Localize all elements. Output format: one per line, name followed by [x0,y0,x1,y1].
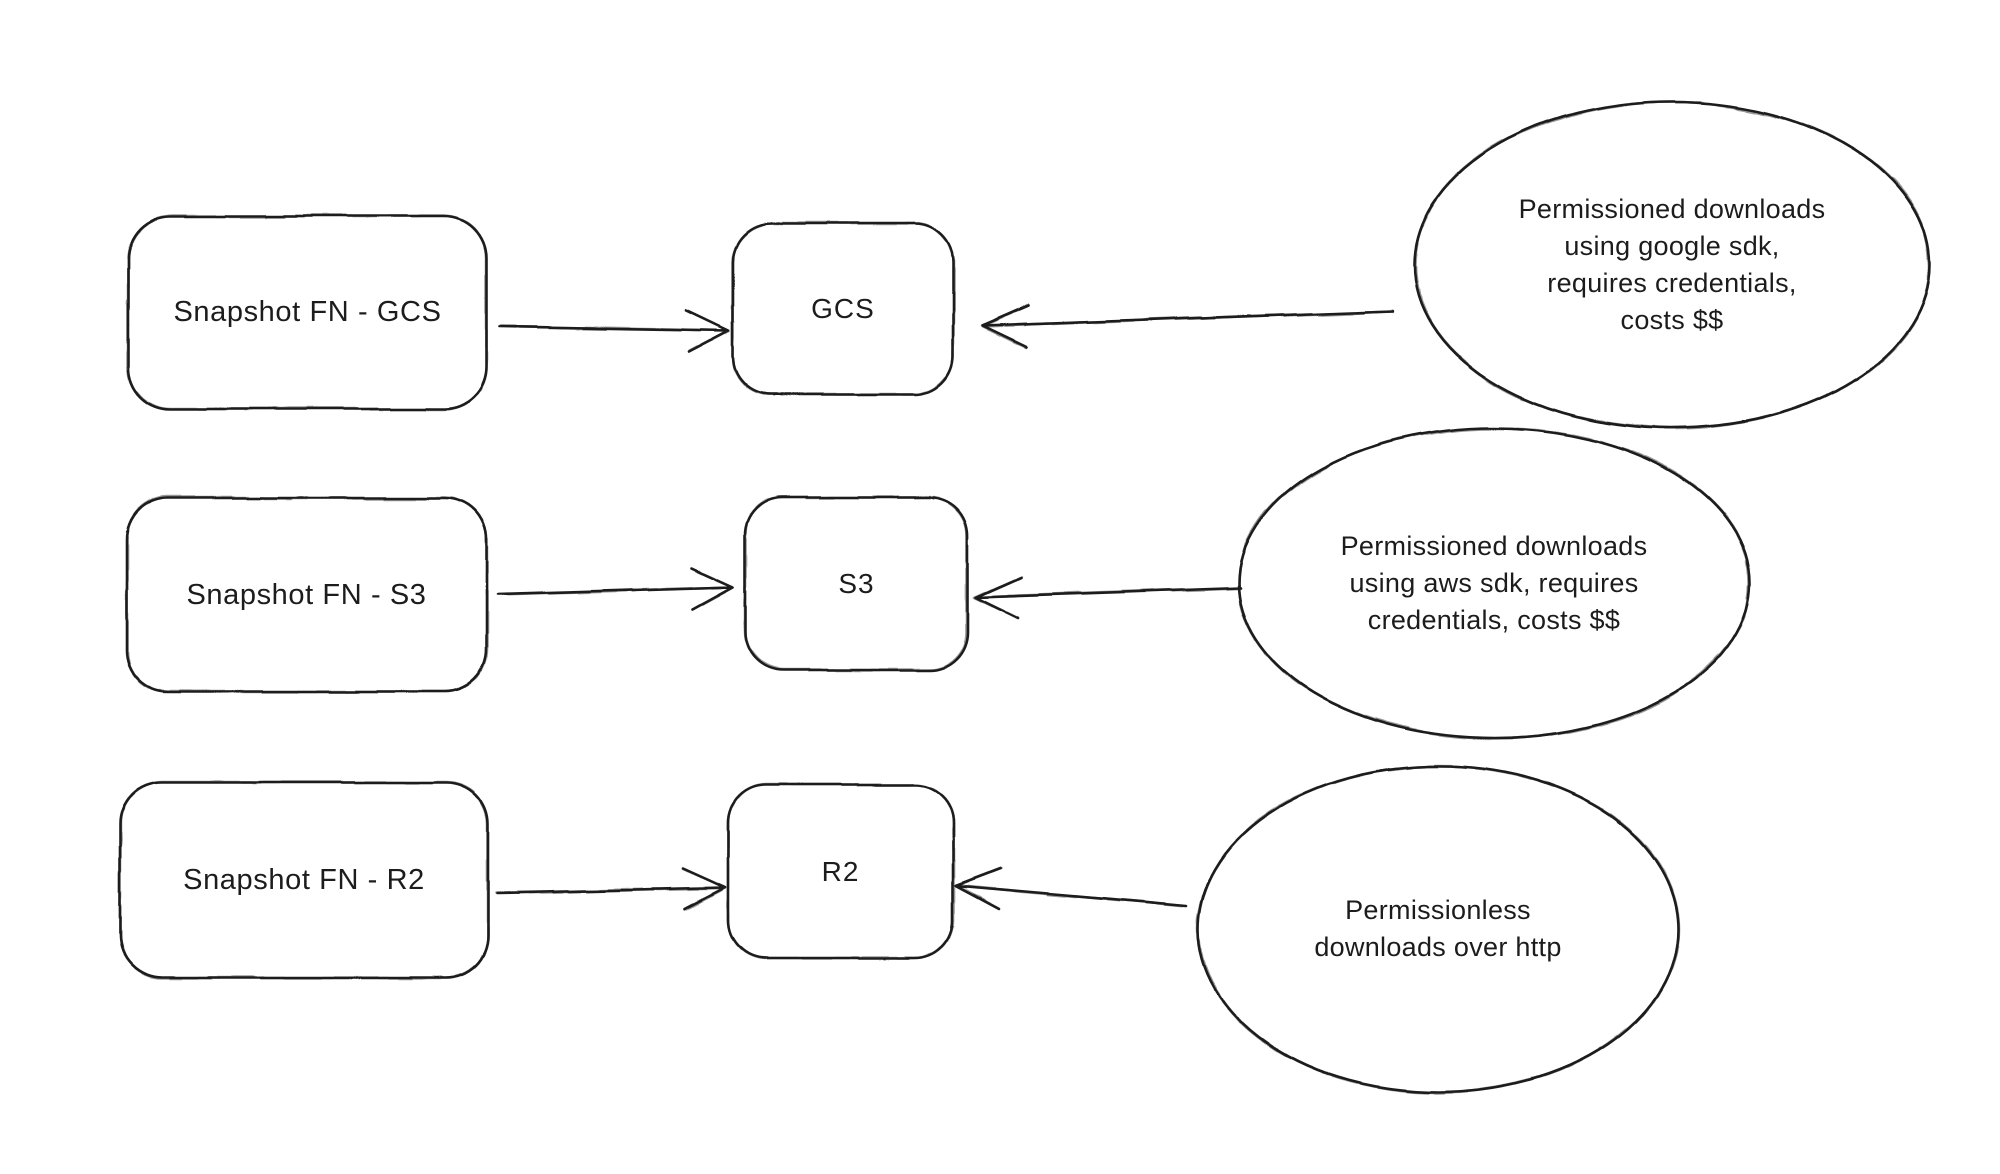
node-s3 [743,495,970,672]
node-snapshot-fn-gcs [126,214,489,411]
arrow-note-to-s3 [974,575,1242,620]
node-snapshot-fn-s3 [124,496,489,694]
node-gcs [731,222,955,396]
node-r2 [726,783,955,960]
note-ellipse-gcs [1412,100,1932,430]
node-snapshot-fn-r2 [118,780,490,980]
sketch-overlay-pass [120,102,1930,1092]
note-ellipse-r2 [1196,764,1680,1094]
note-ellipse-s3 [1236,426,1752,740]
